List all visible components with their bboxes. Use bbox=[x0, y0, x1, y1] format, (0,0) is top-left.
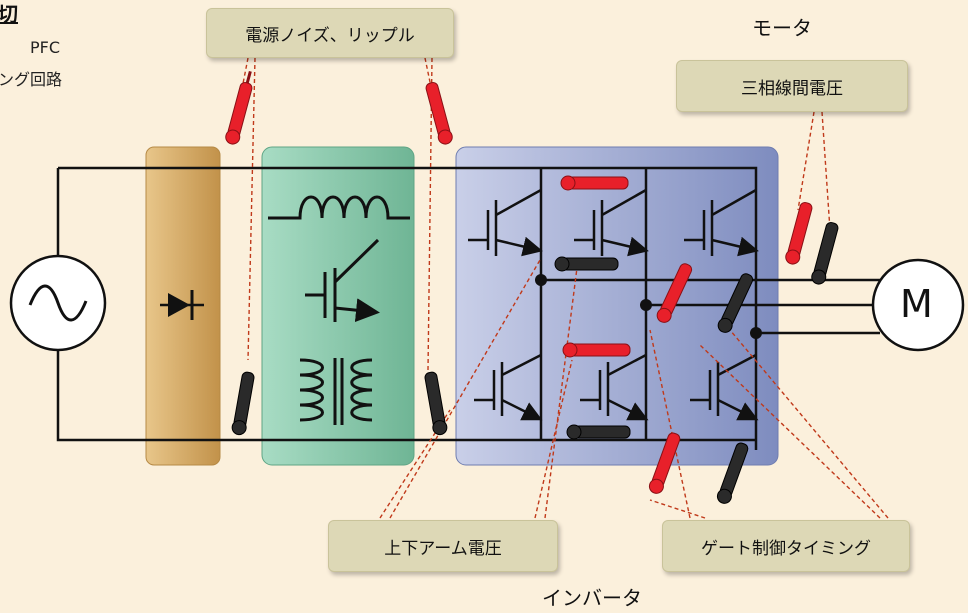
probe-red-4 bbox=[562, 342, 631, 358]
pfc-block bbox=[261, 146, 415, 466]
callout-three-phase-voltage: 三相線間電圧 bbox=[676, 60, 908, 112]
inductor-icon bbox=[268, 195, 410, 220]
probe-red-3 bbox=[560, 175, 629, 191]
pfc-sub-label: ング回路 bbox=[0, 70, 63, 89]
motor-label: M bbox=[900, 282, 933, 326]
node-phase-u bbox=[535, 274, 547, 286]
probe-black-1 bbox=[231, 371, 255, 436]
probe-red-6 bbox=[785, 202, 813, 265]
inverter-igbts bbox=[468, 188, 756, 418]
probe-red-5 bbox=[656, 263, 693, 323]
callout-gate-timing: ゲート制御タイミング bbox=[662, 520, 910, 572]
motor-heading: モータ bbox=[752, 16, 812, 40]
sine-symbol bbox=[28, 284, 88, 322]
probe-black-7 bbox=[716, 442, 749, 504]
node-phase-v bbox=[640, 299, 652, 311]
top-left-heading: 切 bbox=[0, 2, 18, 26]
diode-icon bbox=[160, 290, 204, 320]
probe-black-6 bbox=[811, 222, 839, 285]
probe-red-1 bbox=[225, 70, 253, 145]
probe-red-7 bbox=[648, 432, 681, 494]
probe-black-3 bbox=[554, 256, 619, 272]
callout-power-noise: 電源ノイズ、リップル bbox=[206, 8, 454, 58]
probe-black-2 bbox=[424, 371, 448, 436]
probe-black-4 bbox=[566, 424, 631, 440]
pfc-transistor-icon bbox=[305, 238, 380, 323]
motor-circle bbox=[871, 258, 965, 352]
probe-black-5 bbox=[717, 273, 754, 333]
node-phase-w bbox=[750, 327, 762, 339]
probe-red-2 bbox=[425, 82, 453, 145]
pfc-label: PFC bbox=[30, 38, 61, 57]
callout-upper-lower-arm: 上下アーム電圧 bbox=[328, 520, 558, 572]
transformer-icon bbox=[299, 358, 373, 425]
inverter-heading: インバータ bbox=[542, 586, 642, 610]
